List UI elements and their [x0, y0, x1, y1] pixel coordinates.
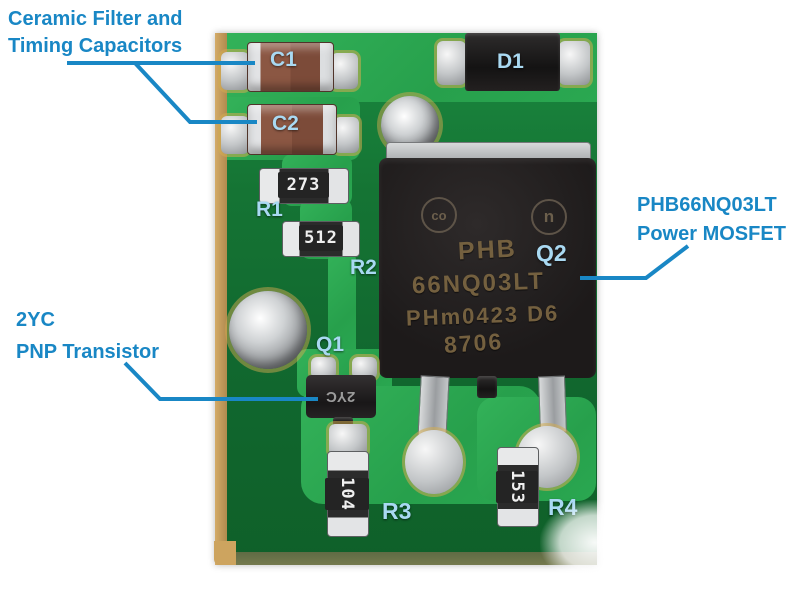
annotation-capacitors-line1: Ceramic Filter and	[8, 8, 183, 30]
d1-pad-right	[559, 41, 590, 85]
label-r1: R1	[256, 198, 283, 221]
q2-leg-middle-stub	[477, 376, 497, 398]
label-r2: R2	[350, 256, 377, 279]
r1-marking: 273	[278, 172, 329, 198]
q1-pad-bottom	[329, 424, 367, 456]
label-c1: C1	[270, 48, 297, 71]
board-edge-bottom	[222, 552, 597, 565]
q1-pad-top-right	[352, 357, 377, 379]
annotation-transistor: 2YC PNP Transistor	[16, 304, 159, 368]
q2-leg-pad-left	[405, 430, 463, 494]
annotation-transistor-line2: PNP Transistor	[16, 341, 160, 363]
mosfet-q2	[379, 158, 596, 378]
annotation-capacitors-line2: Timing Capacitors	[8, 35, 183, 57]
q1-bottom-stub	[333, 417, 353, 427]
label-q1: Q1	[316, 333, 345, 356]
board-corner-bottom-left	[214, 541, 236, 565]
capacitor-c1	[247, 42, 334, 92]
c2-pad-left	[221, 116, 249, 154]
q2-logo-right-icon: n	[531, 199, 567, 235]
c1-pad-left	[221, 52, 249, 90]
resistor-r1: 273	[259, 168, 349, 204]
label-c2: C2	[272, 112, 299, 135]
q2-logo-left-icon: co	[421, 197, 457, 233]
r2-marking: 512	[299, 225, 343, 251]
q2-marking-line3: PHm0423 D6	[405, 300, 560, 331]
q2-marking-line4: 8706	[443, 327, 504, 359]
r4-marking: 153	[496, 470, 538, 504]
q2-marking-line1: PHB	[457, 234, 518, 266]
q2-marking-line2: 66NQ03LT	[411, 267, 546, 300]
label-d1: D1	[497, 50, 524, 73]
c1-pad-right	[331, 53, 358, 89]
label-r3: R3	[382, 498, 412, 524]
annotation-capacitors: Ceramic Filter and Timing Capacitors	[8, 6, 183, 60]
annotation-transistor-line1: 2YC	[16, 309, 55, 331]
resistor-r2: 512	[282, 221, 360, 257]
annotation-mosfet: PHB66NQ03LT Power MOSFET	[637, 191, 786, 249]
copper-trace-q1	[328, 250, 356, 365]
photo-glare	[540, 500, 650, 585]
resistor-r3: 104	[325, 451, 369, 537]
label-q2: Q2	[536, 240, 567, 266]
r3-marking: 104	[325, 477, 369, 511]
annotation-mosfet-line1: PHB66NQ03LT	[637, 194, 777, 216]
annotation-mosfet-line2: Power MOSFET	[637, 223, 786, 245]
resistor-r4: 153	[496, 447, 539, 527]
q2-leg-right	[538, 375, 567, 434]
d1-pad-left	[437, 41, 466, 85]
transistor-q1: 2YC	[306, 375, 376, 418]
diode-d1	[465, 33, 560, 91]
board-edge-left	[215, 33, 227, 565]
c2-pad-right	[334, 117, 359, 153]
solder-ball-left	[229, 291, 307, 369]
q1-marking: 2YC	[326, 388, 356, 405]
capacitor-c2	[247, 104, 337, 155]
